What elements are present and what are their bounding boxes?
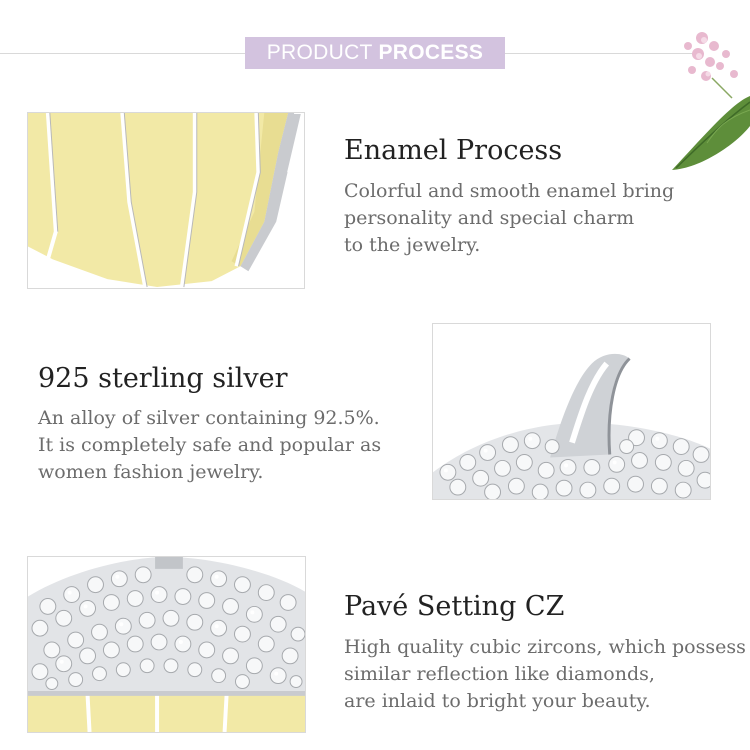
flower-leaf-icon bbox=[662, 18, 750, 178]
feature-pave-setting: Pavé Setting CZ High quality cubic zirco… bbox=[344, 590, 746, 715]
feature-description-line: Colorful and smooth enamel bring bbox=[344, 180, 675, 202]
feature-description-line: to the jewelry. bbox=[344, 234, 481, 256]
feature-description-line: An alloy of silver containing 92.5%. bbox=[38, 407, 380, 429]
feature-title: Enamel Process bbox=[344, 135, 563, 166]
feature-description-line: are inlaid to bright your beauty. bbox=[344, 690, 651, 712]
yellow-enamel-closeup-image bbox=[27, 112, 305, 289]
feature-description-line: High quality cubic zircons, which posses… bbox=[344, 636, 746, 658]
pave-zircon-closeup-image bbox=[27, 556, 306, 733]
section-header-banner: PRODUCT PROCESS bbox=[245, 37, 505, 69]
feature-description-line: women fashion jewelry. bbox=[38, 461, 264, 483]
header-title-light: PRODUCT bbox=[266, 41, 379, 64]
feature-description-line: similar reflection like diamonds, bbox=[344, 663, 655, 685]
header-title-bold: PROCESS bbox=[378, 41, 484, 64]
feature-title: Pavé Setting CZ bbox=[344, 591, 565, 622]
header-divider-right bbox=[505, 53, 695, 54]
feature-description-line: personality and special charm bbox=[344, 207, 635, 229]
feature-title: 925 sterling silver bbox=[38, 363, 288, 394]
feature-description-line: It is completely safe and popular as bbox=[38, 434, 382, 456]
feature-enamel-process: Enamel Process Colorful and smooth ename… bbox=[344, 134, 674, 259]
silver-stem-closeup-image bbox=[432, 323, 711, 500]
feature-sterling-silver: 925 sterling silver An alloy of silver c… bbox=[38, 362, 381, 486]
header-divider-left bbox=[0, 53, 245, 54]
